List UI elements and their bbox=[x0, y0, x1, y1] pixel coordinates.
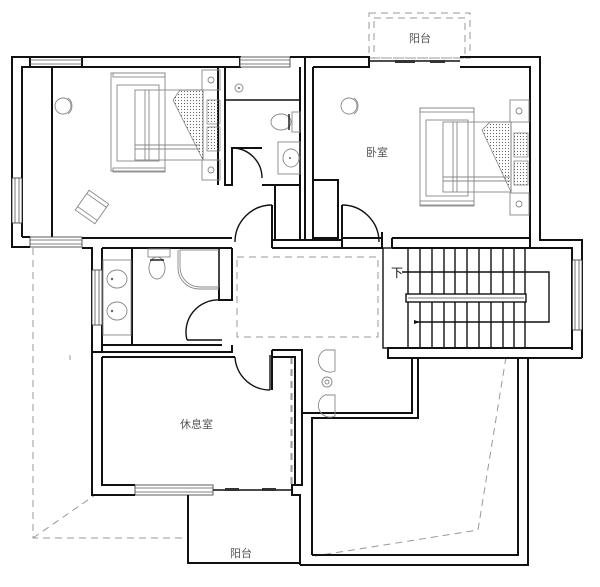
left-bathroom-fixtures bbox=[102, 248, 220, 336]
chair-icon bbox=[340, 97, 359, 115]
left-bedroom-furniture bbox=[54, 69, 221, 225]
stool-icon bbox=[317, 349, 336, 373]
room-labels: 阳台 卧室 休息室 阳台 bbox=[180, 31, 431, 560]
room-label-bedroom: 卧室 bbox=[366, 145, 388, 159]
floor-drain-icon bbox=[234, 83, 244, 93]
bed-icon bbox=[419, 99, 530, 216]
chair-icon bbox=[54, 97, 73, 115]
doors bbox=[185, 147, 380, 391]
top-bathroom-fixtures bbox=[234, 83, 301, 175]
dashed-overhang-lines bbox=[32, 12, 507, 557]
hall-fixtures bbox=[317, 349, 336, 418]
staircase: 下 bbox=[382, 247, 573, 349]
double-sink-icon bbox=[106, 269, 128, 321]
toilet-icon bbox=[270, 111, 301, 133]
stair-direction-label: 下 bbox=[391, 266, 403, 280]
shower-icon bbox=[177, 249, 220, 290]
armchair-icon bbox=[74, 189, 110, 225]
bed-icon bbox=[110, 69, 221, 181]
toilet-icon bbox=[147, 248, 171, 280]
sink-icon bbox=[277, 141, 301, 175]
side-table-icon bbox=[321, 376, 333, 388]
right-bedroom-furniture bbox=[340, 97, 530, 216]
stool-icon bbox=[317, 394, 336, 418]
room-label-lounge: 休息室 bbox=[180, 417, 213, 431]
room-label-balcony-top: 阳台 bbox=[409, 31, 431, 45]
room-label-balcony-bottom: 阳台 bbox=[230, 546, 252, 560]
